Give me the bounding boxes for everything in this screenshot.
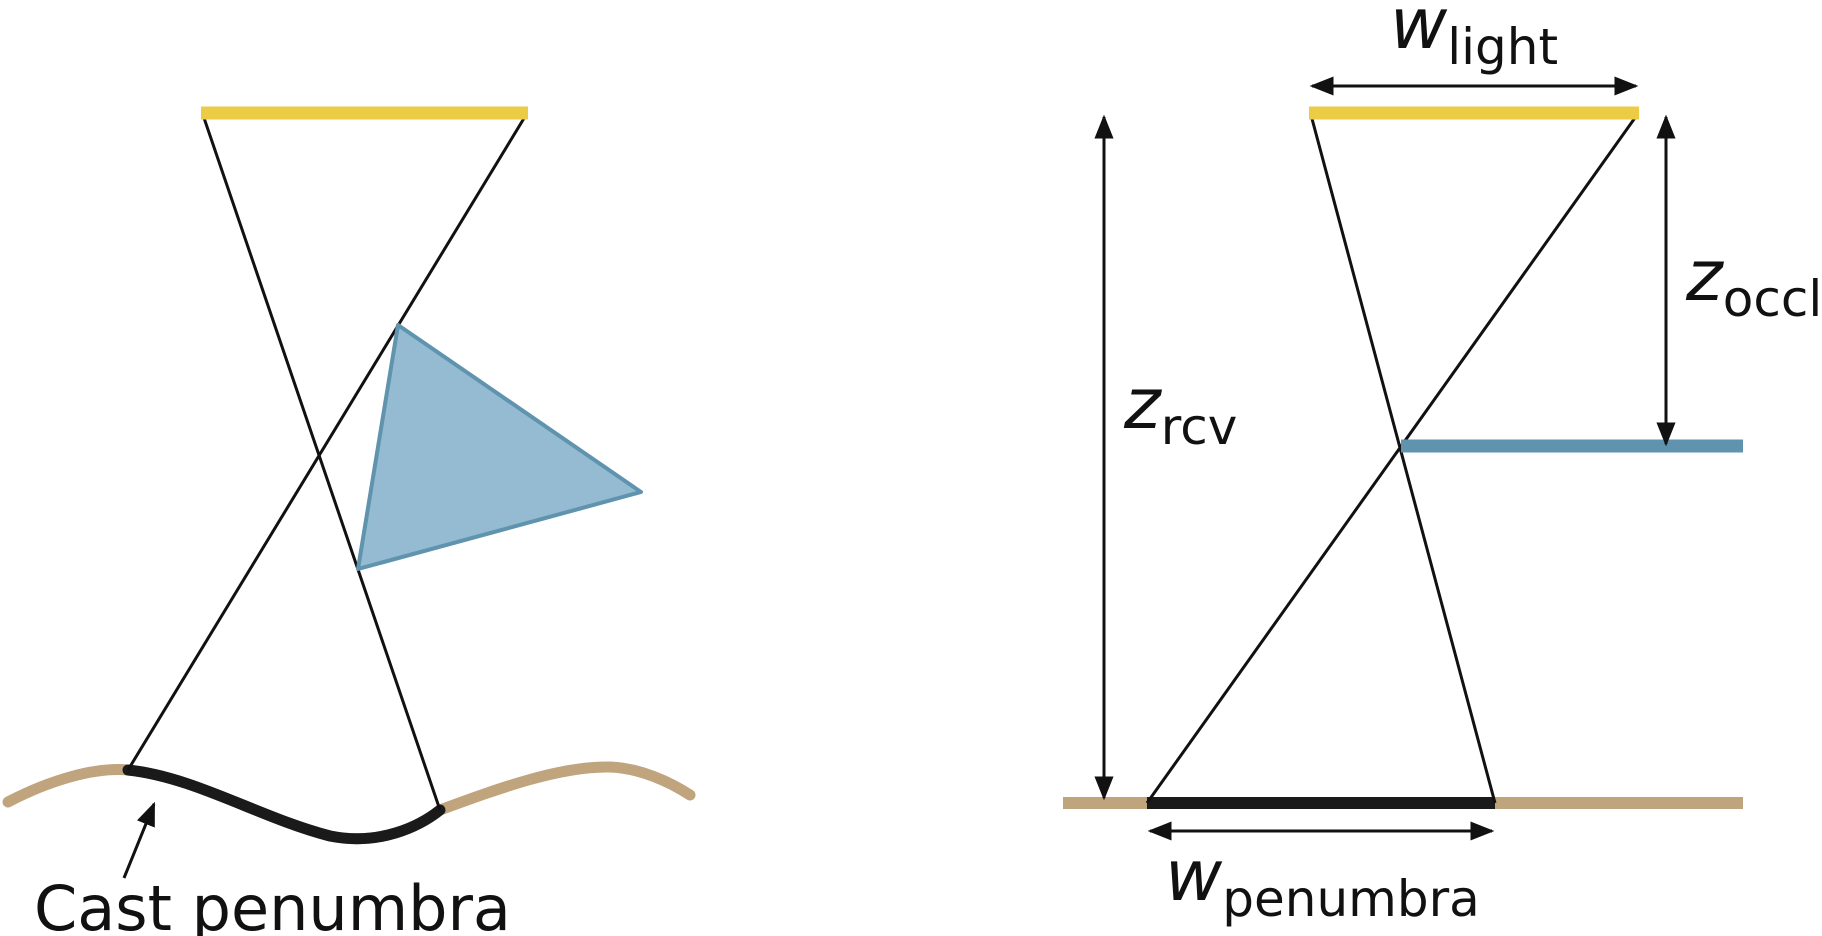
receiver-ground-curve (2, 761, 696, 845)
ray-light-right-to-penumbra-left (1145, 114, 1639, 804)
z-rcv-label: zrcv (1123, 363, 1237, 456)
w-penumbra-symbol: w (1165, 835, 1223, 917)
z-rcv-symbol: z (1123, 363, 1163, 445)
ray-light-right-to-ground-left (126, 114, 528, 771)
w-penumbra-subscript: penumbra (1222, 870, 1480, 928)
cast-penumbra-segment (122, 764, 446, 845)
ray-light-left-to-penumbra-right (1309, 114, 1497, 804)
caption-pointer-arrow (122, 801, 156, 879)
w-light-label: wlight (1390, 0, 1558, 76)
z-occl-label: zoccl (1685, 235, 1822, 328)
left-panel: Cast penumbra (2, 106, 696, 936)
w-light-symbol: w (1390, 0, 1448, 65)
cast-penumbra-caption: Cast penumbra (34, 872, 511, 936)
z-rcv-subscript: rcv (1161, 398, 1238, 456)
w-penumbra-label: wpenumbra (1165, 835, 1480, 928)
z-occl-symbol: z (1685, 235, 1725, 317)
occluder-triangle (356, 323, 643, 571)
ray-light-left-to-ground-right (201, 114, 442, 811)
z-occl-subscript: occl (1723, 270, 1822, 328)
w-light-subscript: light (1447, 18, 1558, 76)
right-panel: wlight zoccl zrcv wpenumbra (1063, 0, 1822, 928)
